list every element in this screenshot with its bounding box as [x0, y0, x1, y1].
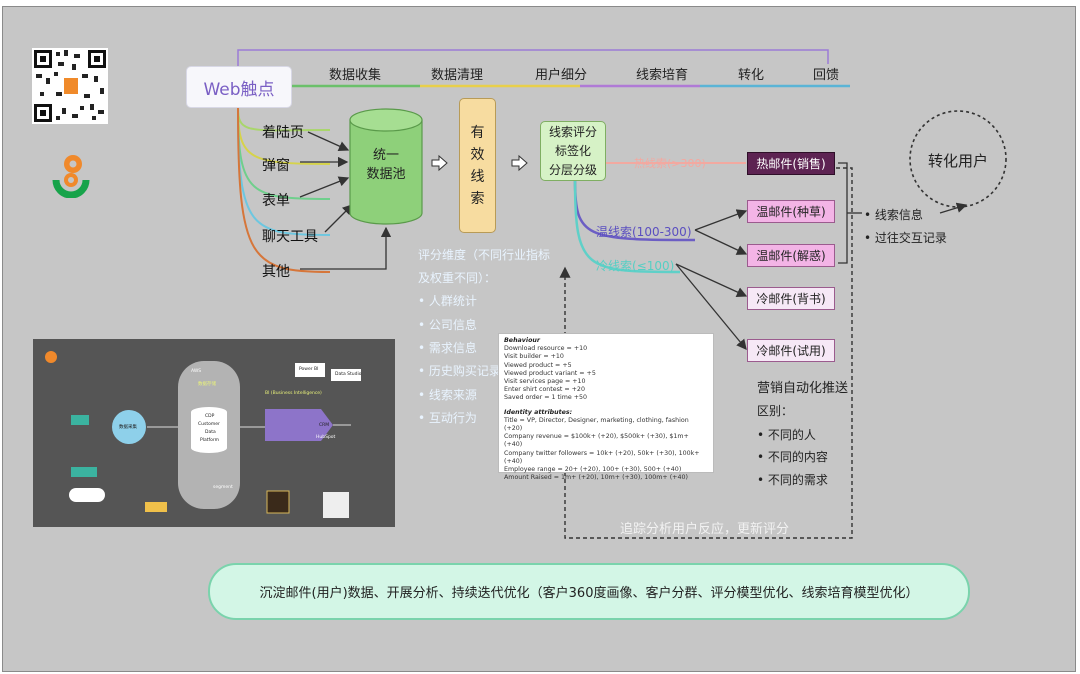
dimension-item: • 需求信息 [418, 341, 477, 355]
cold-lead-tier: 冷线索(≤100) [596, 259, 675, 273]
mini-label: BI (Business Intelligence) [265, 391, 322, 396]
cold-mail-endorse: 冷邮件(背书) [747, 287, 835, 310]
behaviour-line: Viewed product variant = +5 [504, 369, 596, 377]
mini-label: 数据存储 [198, 382, 216, 387]
behaviour-title: Behaviour [504, 337, 540, 344]
valid-leads-char: 线 [470, 168, 485, 185]
data-pool-line2: 数据池 [366, 167, 406, 182]
mini-label: Customer [198, 422, 220, 427]
mini-label: Data [205, 430, 216, 435]
automation-title: 营销自动化推送 [757, 381, 849, 396]
dimension-item: • 人群统计 [418, 294, 477, 308]
mini-label: CDP [205, 414, 215, 419]
source-form: 表单 [262, 193, 290, 209]
warm-lead-tier: 温线索(100-300) [596, 225, 692, 239]
brand-logo-icon [52, 155, 90, 198]
warm-mail-seeding: 温邮件(种草) [747, 200, 835, 223]
behaviour-line: Enter shirt contest = +20 [504, 386, 585, 394]
web-touchpoint-box: Web触点 [186, 66, 292, 108]
source-chat-tool: 聊天工具 [262, 229, 318, 245]
tracking-note: 追踪分析用户反应，更新评分 [620, 522, 790, 537]
identity-line: Company revenue = $100k+ (+20), $500k+ (… [504, 433, 689, 449]
note-interaction-history: • 过往交互记录 [864, 231, 947, 245]
behaviour-line: Saved order = 1 time +50 [504, 394, 588, 402]
automation-item: • 不同的人 [757, 428, 816, 442]
data-pool-line1: 统一 [372, 148, 399, 163]
behaviour-line: Download resource = +10 [504, 345, 588, 353]
stage-lead-nurturing: 线索培育 [636, 68, 689, 83]
source-other: 其他 [262, 264, 290, 280]
behaviour-line: Viewed product = +5 [504, 361, 572, 369]
qr-code [32, 48, 108, 124]
mini-label: Data Studio [335, 372, 362, 377]
convert-user-label: 转化用户 [927, 152, 988, 170]
warm-mail-faq: 温邮件(解惑) [747, 244, 835, 267]
mini-label: AWS [191, 369, 202, 374]
mini-label: Power BI [299, 367, 319, 372]
hot-mail-sales: 热邮件(销售) [747, 152, 835, 175]
mini-label: CRM [319, 423, 330, 428]
mini-label: segment [213, 485, 233, 490]
bottom-summary-bar: 沉淀邮件(用户)数据、开展分析、持续迭代优化（客户360度画像、客户分群、评分模… [208, 563, 970, 620]
dimension-item: • 线索来源 [418, 388, 477, 402]
source-popup: 弹窗 [262, 158, 290, 174]
dimension-item: • 历史购买记录 [418, 364, 501, 378]
mini-label: 数据采集 [119, 425, 137, 430]
lead-scoring-box: 线索评分 标签化 分层分级 [540, 121, 606, 181]
valid-leads-char: 有 [470, 124, 485, 141]
hot-lead-tier: 热线索(>300) [634, 157, 706, 170]
dimension-title-2: 及权重不同）： [418, 271, 497, 285]
dimension-item: • 公司信息 [418, 318, 477, 332]
scoring-line: 线索评分 [548, 124, 597, 139]
valid-leads-char: 索 [470, 190, 485, 207]
stage-user-segmentation: 用户细分 [535, 68, 588, 83]
scoring-rules-card: Behaviour Download resource = +10 Visit … [498, 333, 714, 481]
identity-line: Company twitter followers = 10k+ (+20), … [504, 449, 700, 465]
valid-leads-char: 效 [470, 146, 485, 163]
identity-title: Identity attributes: [504, 408, 573, 416]
automation-item: • 不同的需求 [757, 473, 828, 487]
data-pool-cylinder: 统一 数据池 [349, 108, 423, 225]
mini-label: Platform [200, 438, 219, 443]
stage-feedback: 回馈 [813, 68, 840, 83]
stage-conversion: 转化 [738, 68, 765, 83]
stage-data-cleaning: 数据清理 [431, 68, 484, 83]
automation-sub: 区别： [757, 404, 794, 418]
scoring-line: 分层分级 [548, 162, 597, 177]
source-landing-page: 着陆页 [262, 125, 304, 141]
dimension-title-1: 评分维度（不同行业指标 [418, 248, 551, 262]
valid-leads-box: 有 效 线 索 [459, 98, 496, 233]
behaviour-line: Visit services page = +10 [504, 378, 586, 386]
mini-architecture-diagram: 数据采集 数据存储 CDP Customer Data Platform BI … [33, 339, 395, 527]
behaviour-line: Visit builder = +10 [504, 353, 564, 361]
identity-line: Amount Raised = 1m+ (+20), 10m+ (+30), 1… [504, 474, 688, 482]
dimension-item: • 互动行为 [418, 411, 477, 425]
note-lead-info: • 线索信息 [864, 208, 923, 222]
identity-line: Employee range = 20+ (+20), 100+ (+30), … [504, 466, 682, 474]
identity-line: Title = VP, Director, Designer, marketin… [504, 416, 689, 433]
cold-mail-trial: 冷邮件(试用) [747, 339, 835, 362]
stage-data-collection: 数据收集 [329, 68, 382, 83]
mini-label: HubSpot [316, 435, 336, 440]
automation-item: • 不同的内容 [757, 450, 828, 464]
scoring-line: 标签化 [554, 143, 591, 158]
